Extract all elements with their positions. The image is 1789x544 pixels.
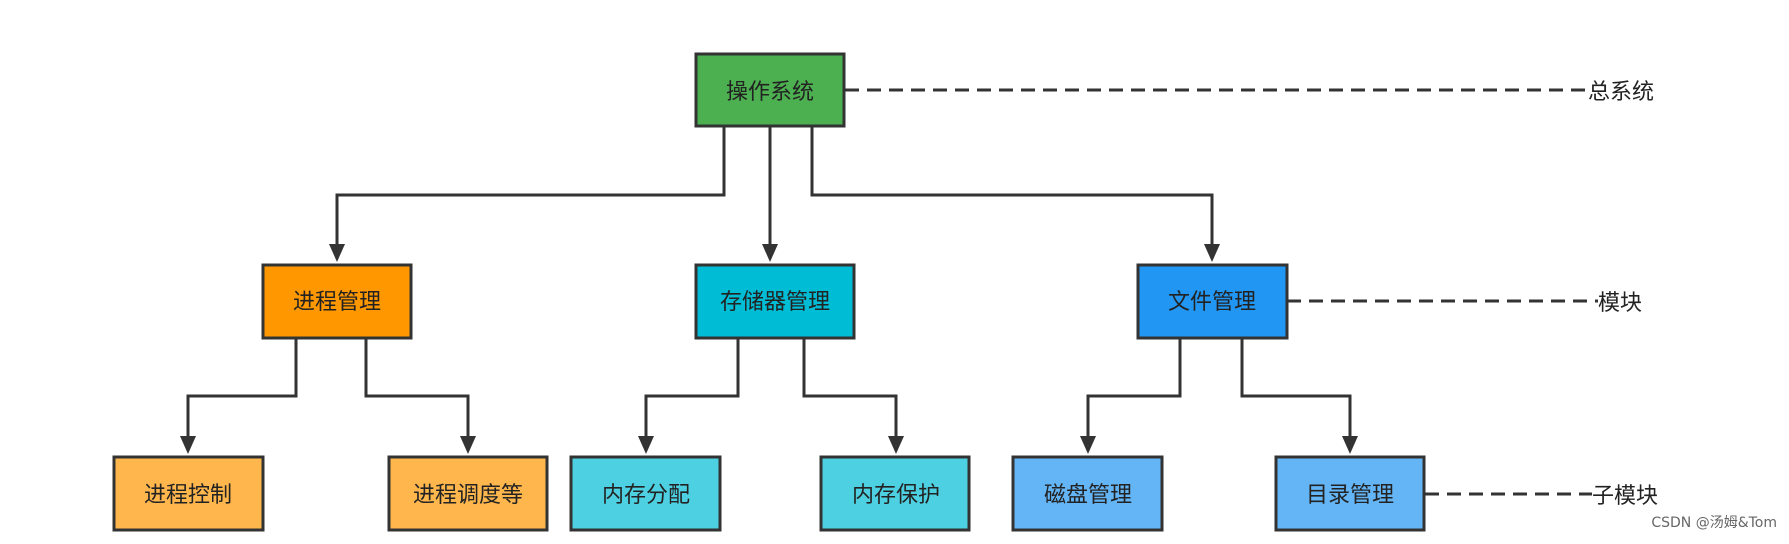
edge-process-ctrl: [186, 338, 298, 438]
arrow-os-file: [1204, 244, 1220, 262]
node-os-box: [694, 52, 846, 128]
level-label-bottom: 子模块: [1592, 484, 1658, 509]
node-proc-sched-box: [387, 455, 549, 532]
edge-os-process: [335, 126, 726, 246]
node-proc-ctrl-label: 进程控制: [144, 483, 232, 508]
node-proc-sched-label: 进程调度等: [413, 483, 523, 508]
watermark: CSDN @汤姆&Tom: [1651, 515, 1777, 531]
node-process-label: 进程管理: [293, 290, 381, 315]
level-label-middle: 模块: [1598, 291, 1642, 316]
edge-os-file: [810, 126, 1214, 246]
edge-file-disk: [1086, 338, 1182, 438]
node-proc-sched: 进程调度等: [387, 455, 549, 532]
arrow-file-dir: [1342, 436, 1358, 454]
node-dir-box: [1274, 455, 1426, 532]
node-os: 操作系统: [694, 52, 846, 128]
arrow-process-sched: [460, 436, 476, 454]
node-file-label: 文件管理: [1168, 290, 1256, 315]
node-dir-label: 目录管理: [1306, 483, 1394, 508]
node-mem-protect-label: 内存保护: [852, 483, 940, 508]
edge-storage-alloc: [644, 338, 740, 438]
arrow-os-storage: [762, 244, 778, 262]
node-disk-box: [1011, 455, 1164, 532]
node-mem-alloc: 内存分配: [569, 455, 722, 532]
node-mem-protect: 内存保护: [819, 455, 971, 532]
node-storage-label: 存储器管理: [720, 290, 830, 315]
node-dir: 目录管理: [1274, 455, 1426, 532]
arrow-storage-protect: [888, 436, 904, 454]
arrow-storage-alloc: [638, 436, 654, 454]
arrow-process-ctrl: [180, 436, 196, 454]
node-process: 进程管理: [261, 263, 413, 340]
node-file-box: [1136, 263, 1289, 340]
node-process-box: [261, 263, 413, 340]
node-storage-box: [694, 263, 856, 340]
node-file: 文件管理: [1136, 263, 1289, 340]
edge-storage-protect: [802, 338, 898, 438]
arrow-file-disk: [1080, 436, 1096, 454]
node-mem-alloc-label: 内存分配: [602, 483, 690, 508]
edge-file-dir: [1240, 338, 1352, 438]
node-mem-alloc-box: [569, 455, 722, 532]
node-proc-ctrl: 进程控制: [112, 455, 265, 532]
level-label-top: 总系统: [1588, 80, 1654, 105]
node-proc-ctrl-box: [112, 455, 265, 532]
arrow-os-process: [329, 244, 345, 262]
node-disk-label: 磁盘管理: [1044, 483, 1132, 508]
node-disk: 磁盘管理: [1011, 455, 1164, 532]
node-os-label: 操作系统: [726, 80, 814, 105]
node-mem-protect-box: [819, 455, 971, 532]
node-storage: 存储器管理: [694, 263, 856, 340]
edge-process-sched: [364, 338, 470, 438]
